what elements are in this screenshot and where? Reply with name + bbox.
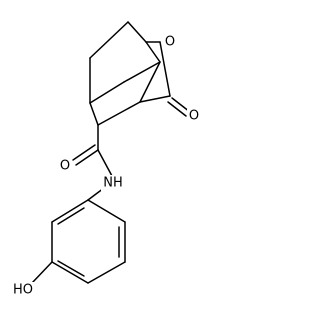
bond xyxy=(75,149,99,166)
bond xyxy=(89,102,99,126)
molecule-drawing: O O O NH HO xyxy=(10,21,201,298)
bond xyxy=(87,261,126,284)
bond xyxy=(31,261,53,284)
atom-labels: O O O NH HO xyxy=(10,33,201,298)
amide-carbonyl-oxygen-label: O xyxy=(60,159,70,174)
bond xyxy=(145,41,161,63)
structure-diagram: O O O NH HO xyxy=(10,21,201,298)
phenol-ring xyxy=(31,199,126,284)
bond xyxy=(123,61,161,83)
bond xyxy=(87,199,126,223)
bond xyxy=(97,149,113,177)
bond xyxy=(72,144,96,161)
bond xyxy=(127,21,147,43)
bond xyxy=(51,261,89,284)
bond xyxy=(89,81,125,104)
lactone-carbonyl-oxygen-label: O xyxy=(189,109,199,124)
bond xyxy=(89,21,129,59)
bond xyxy=(57,207,85,225)
hydroxyl-label: HO xyxy=(13,283,33,298)
bond xyxy=(139,95,171,103)
bond xyxy=(51,199,89,223)
bond xyxy=(139,61,161,103)
bond xyxy=(159,41,171,97)
bond xyxy=(167,101,187,117)
bond xyxy=(97,101,141,126)
bond xyxy=(57,260,85,277)
amide-nitrogen-label: NH xyxy=(103,176,123,191)
ring-oxygen-label: O xyxy=(165,35,175,50)
